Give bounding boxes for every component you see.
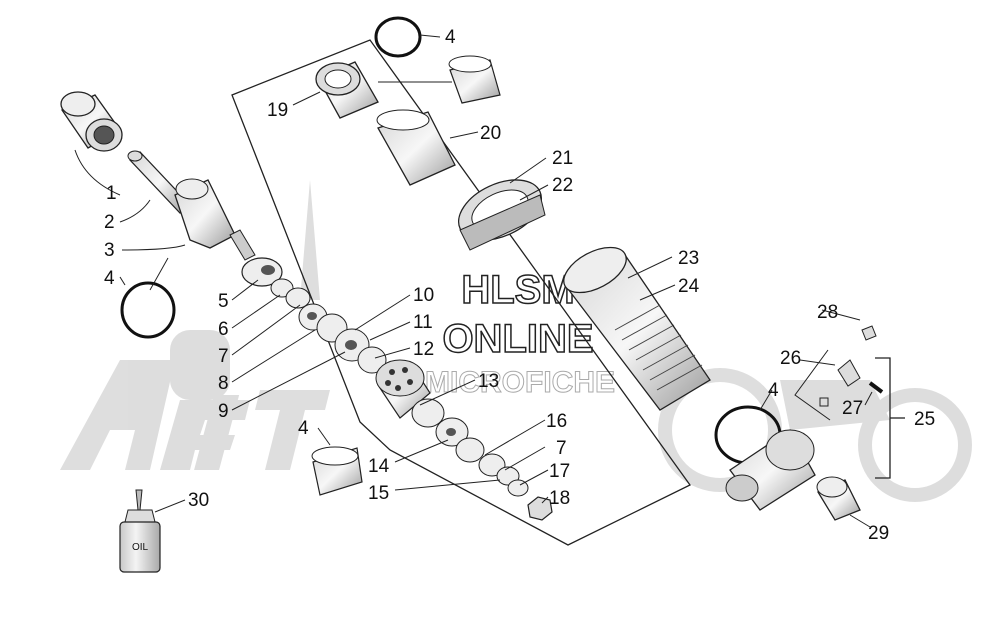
watermark-line-2: ONLINE [442, 317, 593, 361]
callout-18: 18 [549, 488, 570, 509]
part-23-24-shock-body [563, 246, 711, 411]
part-4-bushing-top [448, 55, 501, 104]
part-25-eyelet-body [725, 429, 816, 511]
callout-27: 27 [842, 398, 863, 419]
callout-8: 8 [218, 373, 229, 394]
part-26-27-28-valve [819, 325, 884, 407]
part-21-22-adjuster-rings [457, 179, 546, 251]
bracket-26 [794, 349, 831, 421]
callout-5: 5 [218, 291, 229, 312]
hlsm-watermark: HLSM ONLINE MICROFICHE [425, 267, 616, 399]
callout-4-top: 4 [445, 27, 456, 48]
part-30-oil-bottle: OIL [119, 489, 161, 573]
part-19-seal-head [315, 61, 379, 119]
callout-4-right: 4 [768, 380, 779, 401]
watermark-line-3: MICROFICHE [425, 366, 615, 399]
callout-7-upper: 7 [218, 346, 229, 367]
part-4-o-ring-left [120, 281, 176, 339]
callout-29: 29 [868, 523, 889, 544]
callout-17: 17 [549, 461, 570, 482]
callout-25: 25 [914, 409, 935, 430]
callout-13: 13 [478, 371, 499, 392]
callout-12: 12 [413, 339, 434, 360]
callout-28: 28 [817, 302, 838, 323]
part-1-bushing [60, 91, 123, 152]
part-18-nut [527, 496, 553, 521]
callout-4-left: 4 [104, 268, 115, 289]
part-20-sleeve [376, 109, 456, 186]
callout-30: 30 [188, 490, 209, 511]
part-13-piston [375, 359, 431, 419]
part-29-bushing [816, 476, 861, 521]
callout-10: 10 [413, 285, 434, 306]
background-logo-watermark [60, 180, 972, 502]
subassembly-frame [231, 39, 691, 546]
callout-16: 16 [546, 411, 567, 432]
callout-9: 9 [218, 401, 229, 422]
callout-4-mid: 4 [298, 418, 309, 439]
callout-22: 22 [552, 175, 573, 196]
callout-24: 24 [678, 276, 700, 297]
callout-14: 14 [368, 456, 390, 477]
leader-lines [74, 34, 873, 528]
callout-11: 11 [413, 312, 433, 333]
callout-1: 1 [106, 183, 117, 204]
callout-21: 21 [552, 148, 573, 169]
watermark-line-1: HLSM [461, 268, 574, 312]
part-4-bushing-mid [311, 446, 363, 496]
washer-stack-5-to-12 [241, 257, 387, 374]
callout-20: 20 [480, 123, 501, 144]
callout-15: 15 [368, 483, 389, 504]
callout-6: 6 [218, 319, 229, 340]
oil-bottle-label: OIL [132, 542, 149, 553]
washer-stack-14-to-17 [411, 398, 529, 497]
part-2-shaft-and-3-body [127, 150, 256, 261]
callout-labels: 1 2 3 4 5 6 7 8 9 10 11 12 13 4 14 15 16… [104, 27, 935, 544]
callout-3: 3 [104, 240, 115, 261]
part-4-o-ring-top [374, 16, 422, 58]
callout-19: 19 [267, 100, 288, 121]
callout-2: 2 [104, 212, 115, 233]
callout-26: 26 [780, 348, 801, 369]
callout-23: 23 [678, 248, 699, 269]
callout-7-lower: 7 [556, 438, 567, 459]
